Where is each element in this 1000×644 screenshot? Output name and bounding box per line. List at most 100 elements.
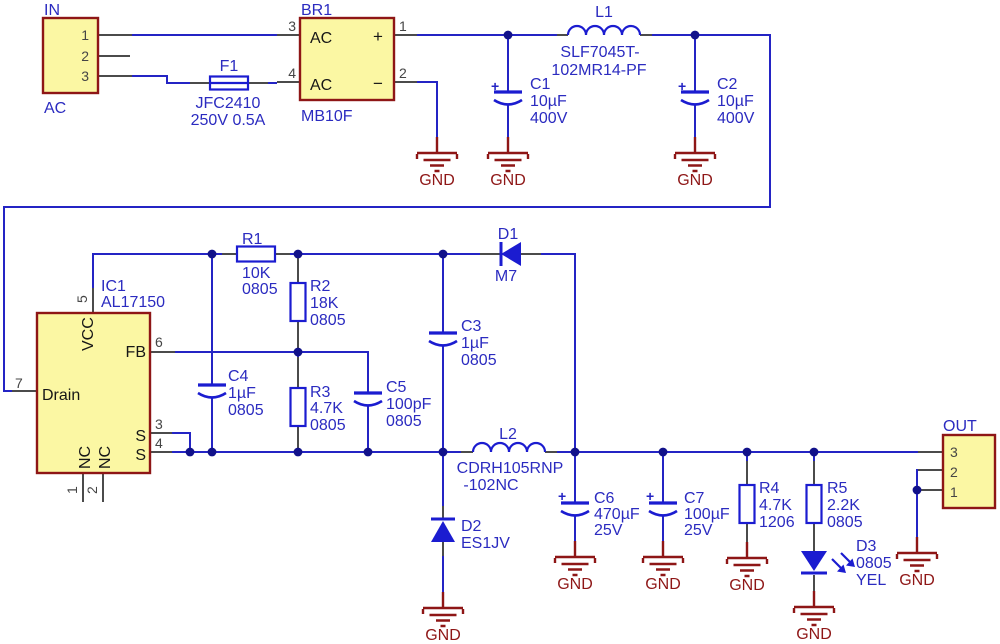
c2-value-label: 10µF bbox=[717, 93, 754, 110]
capacitor-c1[interactable]: + bbox=[491, 78, 524, 107]
r2-body[interactable] bbox=[289, 281, 307, 323]
ic1-nc1-pin-label: NC bbox=[77, 446, 94, 469]
c6-value-label: 470µF bbox=[594, 506, 640, 523]
br1-pin2-number: 2 bbox=[399, 65, 407, 81]
gnd-symbol-c2[interactable] bbox=[673, 135, 717, 173]
gnd-symbol-r4[interactable] bbox=[725, 540, 769, 578]
out-connector-body[interactable] bbox=[941, 433, 997, 510]
inductor-l1[interactable] bbox=[557, 24, 652, 37]
gnd-symbol-out[interactable] bbox=[895, 535, 939, 573]
resistor-r2[interactable] bbox=[289, 258, 307, 348]
capacitor-c7[interactable]: + bbox=[646, 488, 679, 518]
ic1-nc2-pin-label: NC bbox=[97, 446, 114, 469]
c6-plates[interactable] bbox=[559, 501, 591, 518]
c1-value-label: 10µF bbox=[530, 93, 567, 110]
in-connector-body[interactable] bbox=[41, 16, 100, 95]
resistor-r4[interactable] bbox=[738, 461, 756, 542]
inductor-l2[interactable] bbox=[461, 441, 557, 454]
junction-c5-bottom bbox=[363, 447, 373, 457]
l1-coil[interactable] bbox=[566, 24, 642, 37]
d3-color-label: YEL bbox=[856, 572, 886, 589]
gnd-symbol-d3[interactable] bbox=[792, 589, 836, 627]
c1-refdes-label: C1 bbox=[530, 76, 551, 93]
diode-d1[interactable] bbox=[480, 242, 541, 266]
junction-c4-bottom bbox=[207, 447, 217, 457]
junction-dots bbox=[185, 30, 922, 495]
out-pin-stubs bbox=[918, 451, 943, 491]
c4-package-label: 0805 bbox=[228, 402, 264, 419]
out-pin1-number: 1 bbox=[950, 484, 958, 500]
r1-body[interactable] bbox=[235, 245, 277, 263]
junction-vout-r4 bbox=[742, 447, 752, 457]
net-ac-line2 bbox=[132, 75, 277, 84]
in-connector[interactable]: 1 2 3 bbox=[41, 16, 132, 95]
capacitor-c4[interactable] bbox=[196, 383, 228, 400]
c4-value-label: 1µF bbox=[228, 385, 256, 402]
d1-anode-triangle[interactable] bbox=[501, 242, 521, 266]
r4-body[interactable] bbox=[738, 483, 756, 525]
capacitor-c2[interactable]: + bbox=[678, 78, 711, 107]
gnd-symbol-c1[interactable] bbox=[486, 135, 530, 173]
c5-value-label: 100pF bbox=[386, 396, 432, 413]
c6-rating-label: 25V bbox=[594, 522, 623, 539]
ic1-pin-stubs bbox=[12, 288, 175, 502]
gnd-symbol-d2[interactable] bbox=[421, 590, 465, 628]
r5-body[interactable] bbox=[805, 483, 823, 525]
br1-pin-ac-bottom-label: AC bbox=[310, 77, 332, 94]
c4-refdes-label: C4 bbox=[228, 368, 249, 385]
d3-led-triangle[interactable] bbox=[801, 551, 827, 571]
in-pin3-number: 3 bbox=[81, 68, 89, 84]
out-refdes-label: OUT bbox=[943, 418, 977, 435]
gnd-label-out: GND bbox=[899, 572, 935, 589]
gnd-symbol-c7[interactable] bbox=[641, 539, 685, 577]
ic1-al17150[interactable]: VCC FB Drain S S NC NC 5 6 7 3 4 1 2 bbox=[12, 288, 175, 502]
c3-refdes-label: C3 bbox=[461, 318, 482, 335]
net-out-gnd bbox=[916, 469, 918, 537]
ic1-pin4-number: 4 bbox=[155, 435, 163, 451]
resistor-r1[interactable] bbox=[222, 245, 290, 263]
d2-anode-triangle[interactable] bbox=[431, 521, 455, 542]
br1-minus-label: − bbox=[373, 74, 383, 93]
c3-package-label: 0805 bbox=[461, 352, 497, 369]
capacitor-c3[interactable] bbox=[427, 331, 459, 348]
in-value-label: AC bbox=[44, 100, 66, 117]
capacitor-c6[interactable]: + bbox=[558, 488, 591, 518]
resistor-r5[interactable] bbox=[805, 461, 823, 551]
led-d3[interactable] bbox=[801, 551, 855, 591]
junction-c1 bbox=[503, 30, 513, 40]
d1-refdes-label: D1 bbox=[498, 226, 519, 243]
gnd-label-c2: GND bbox=[677, 172, 713, 189]
diode-d2[interactable] bbox=[431, 506, 455, 556]
ic1-body[interactable] bbox=[35, 311, 152, 475]
bridge-br1[interactable]: AC AC + − 3 4 1 2 bbox=[277, 16, 417, 102]
junction-out-gnd bbox=[912, 485, 922, 495]
gnd-symbol-c6[interactable] bbox=[553, 539, 597, 577]
c4-plates[interactable] bbox=[196, 383, 228, 400]
capacitor-c5[interactable] bbox=[352, 391, 384, 408]
resistor-r3[interactable] bbox=[289, 357, 307, 448]
fuse-f1[interactable] bbox=[190, 75, 268, 91]
l2-coil[interactable] bbox=[471, 441, 547, 454]
c3-plates[interactable] bbox=[427, 331, 459, 348]
c5-plates[interactable] bbox=[352, 391, 384, 408]
r5-package-label: 0805 bbox=[827, 514, 863, 531]
c5-refdes-label: C5 bbox=[386, 379, 407, 396]
c1-polarity-plus: + bbox=[491, 78, 499, 94]
c7-plates[interactable] bbox=[647, 501, 679, 518]
r4-refdes-label: R4 bbox=[759, 480, 780, 497]
junction-vout-c7 bbox=[658, 447, 668, 457]
gnd-symbol-br1[interactable] bbox=[415, 135, 459, 173]
l2-part-label-1: CDRH105RNP bbox=[457, 460, 564, 477]
r3-body[interactable] bbox=[289, 386, 307, 428]
c2-refdes-label: C2 bbox=[717, 76, 738, 93]
c2-polarity-plus: + bbox=[678, 78, 686, 94]
l2-part-label-2: -102NC bbox=[463, 477, 518, 494]
r3-value-label: 4.7K bbox=[310, 400, 343, 417]
out-connector[interactable]: 3 2 1 bbox=[918, 433, 997, 510]
br1-pin1-number: 1 bbox=[399, 18, 407, 34]
d3-emission-arrows bbox=[831, 552, 855, 573]
in-pin-stubs bbox=[98, 34, 132, 77]
br1-body[interactable] bbox=[298, 16, 396, 102]
r2-value-label: 18K bbox=[310, 295, 339, 312]
